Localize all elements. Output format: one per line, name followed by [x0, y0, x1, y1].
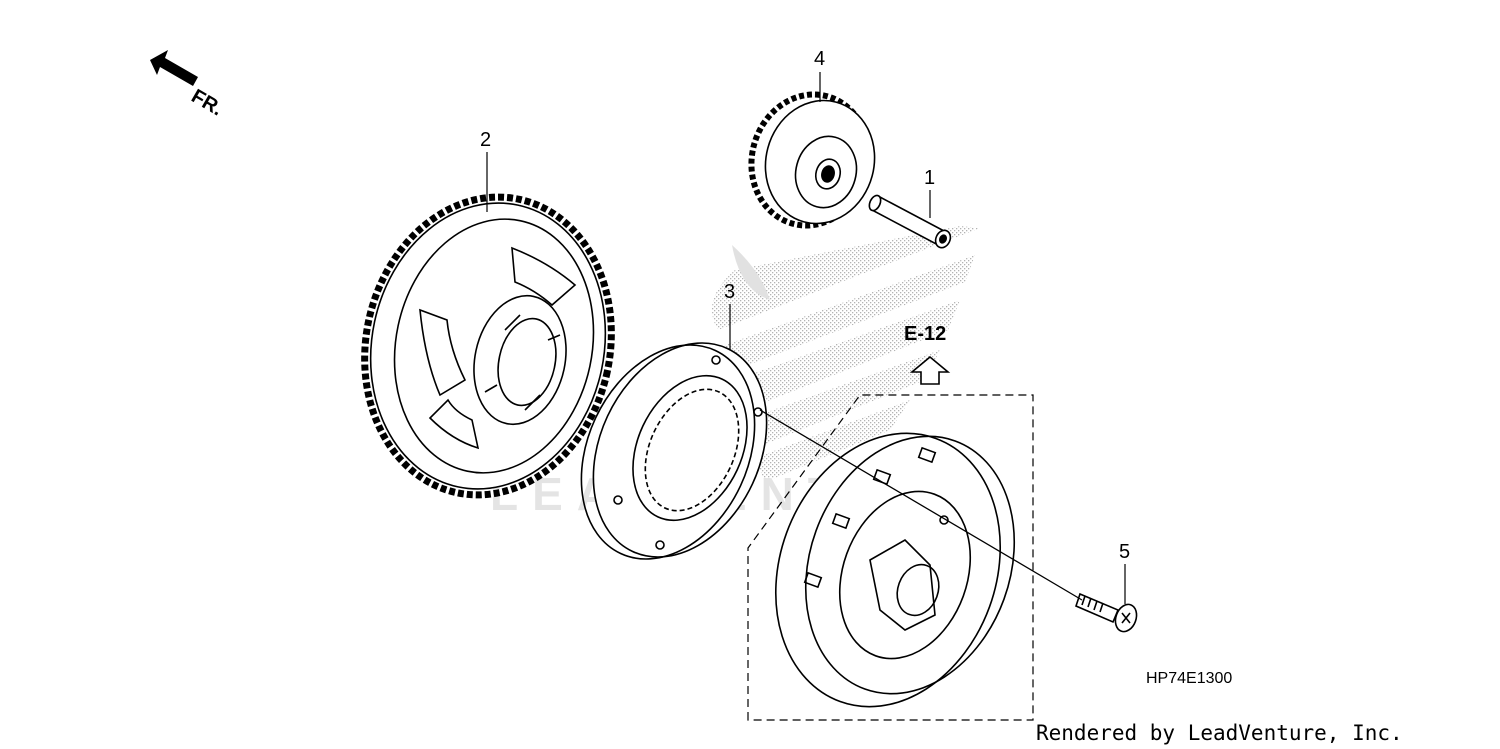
callout-4[interactable]: 4 — [814, 48, 825, 102]
callout-number: 4 — [814, 48, 825, 70]
reference-label: E-12 — [904, 323, 946, 345]
callout-1[interactable]: 1 — [924, 167, 935, 218]
callout-2[interactable]: 2 — [480, 129, 491, 212]
callout-number: 3 — [724, 281, 735, 303]
callout-3[interactable]: 3 — [724, 281, 735, 350]
diagram-code: HP74E1300 — [1146, 670, 1232, 687]
callout-5[interactable]: 5 — [1119, 541, 1130, 604]
starter-one-way-clutch-icon — [580, 342, 768, 560]
direction-label: FR. — [188, 85, 227, 120]
flange-bolt-icon — [1075, 592, 1138, 633]
credit-text: Rendered by LeadVenture, Inc. — [1036, 721, 1403, 745]
callout-number: 2 — [480, 129, 491, 151]
starter-driven-gear-icon — [361, 193, 615, 499]
reduction-gear-icon — [748, 91, 876, 229]
flywheel-assembly — [747, 394, 1034, 721]
callout-number: 5 — [1119, 541, 1130, 563]
reference-e12[interactable]: E-12 — [904, 323, 951, 385]
callout-number: 1 — [924, 167, 935, 189]
assembly-centerline — [759, 409, 1083, 601]
shaft-icon — [868, 194, 952, 249]
front-direction-arrow-icon: FR. — [150, 50, 226, 120]
up-arrow-icon — [909, 355, 951, 385]
